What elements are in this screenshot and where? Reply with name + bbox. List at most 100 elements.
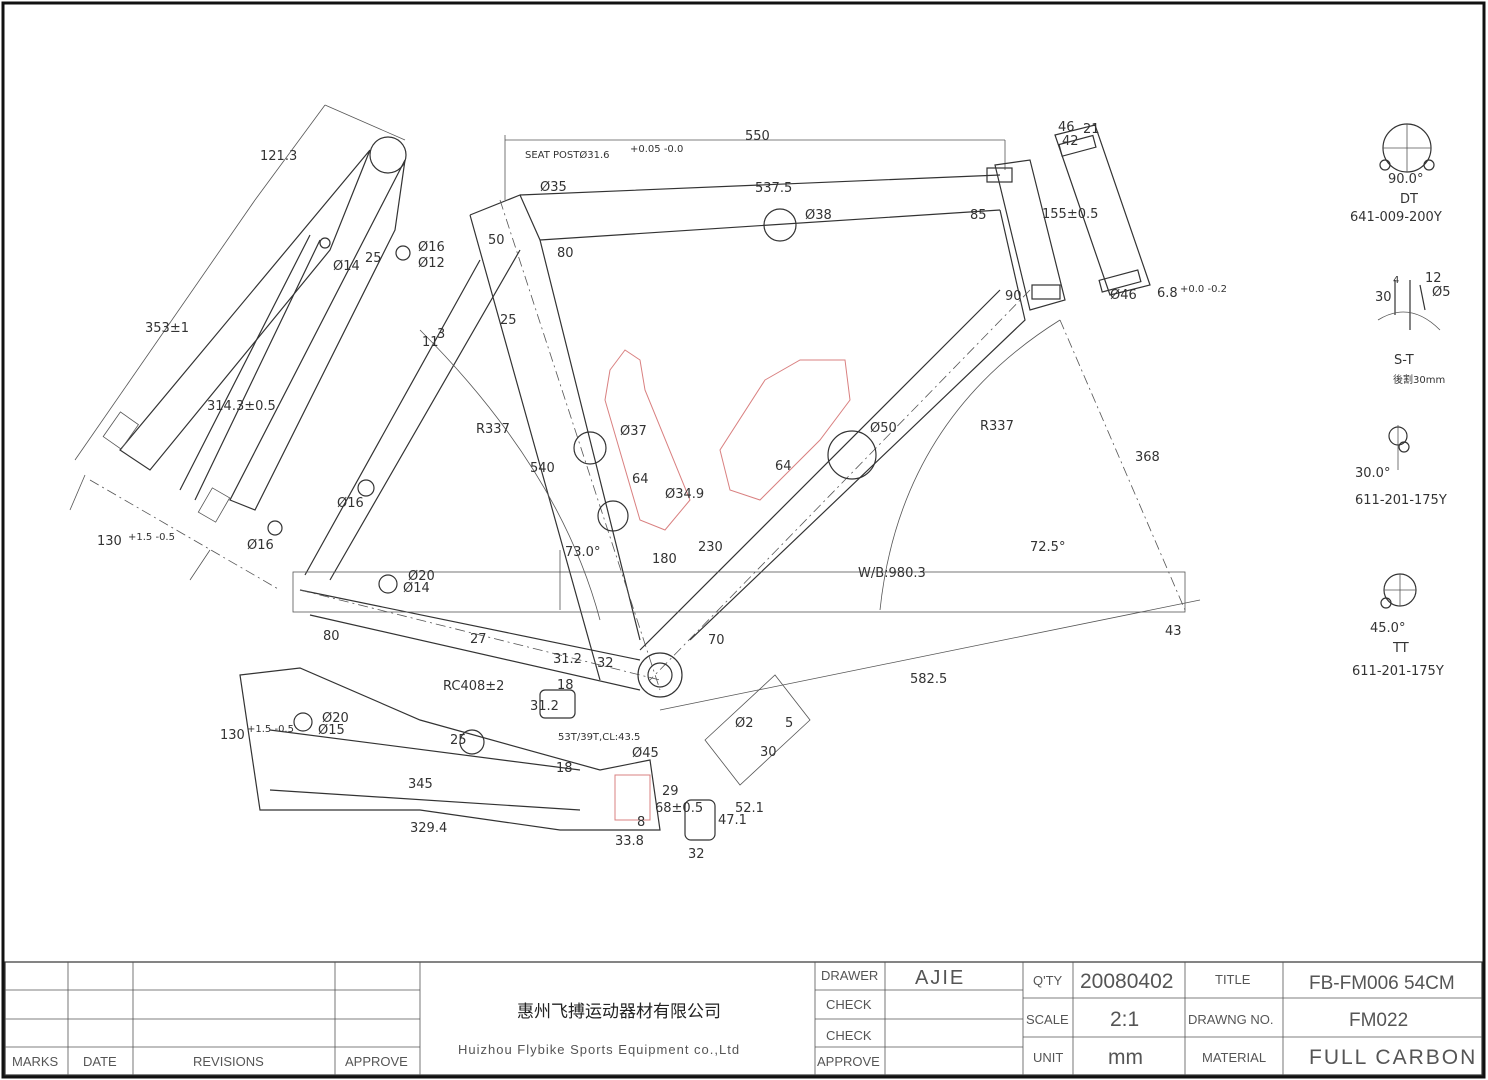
dimension-label: 73.0° [565, 545, 600, 560]
dimension-label: CHECK [826, 997, 872, 1012]
dimension-label: +1.5 -0.5 [247, 724, 294, 735]
drawing-stroke [304, 249, 521, 581]
dimension-label: S-T [1394, 353, 1414, 368]
dimension-label: 368 [1135, 450, 1160, 465]
dimension-label: APPROVE [817, 1054, 880, 1069]
dimension-label: Ø16 [247, 538, 274, 553]
dimension-label: 18 [557, 678, 574, 693]
drawing-stroke [74, 199, 256, 461]
drawing-stroke [659, 599, 1201, 711]
dimension-label: RC408±2 [443, 679, 504, 694]
drawing-stroke [763, 208, 797, 242]
dimension-label: DRAWNG NO. [1188, 1012, 1273, 1027]
drawing-stroke [1098, 269, 1142, 293]
drawing-stroke [1398, 441, 1410, 453]
drawing-stroke [814, 962, 1284, 1075]
dimension-label: 32 [597, 656, 614, 671]
dimension-label: Ø14 [403, 581, 430, 596]
drawing-stroke [1054, 124, 1151, 296]
dimension-label: TITLE [1215, 972, 1251, 987]
dimension-label: Ø15 [318, 723, 345, 738]
dimension-label: Ø37 [620, 424, 647, 439]
drawing-stroke [1379, 159, 1391, 171]
dimension-label: Ø16 [418, 240, 445, 255]
drawing-stroke [293, 712, 313, 732]
drawing-stroke [649, 289, 1031, 681]
dimension-label: 30.0° [1355, 466, 1390, 481]
dimension-label: CHECK [826, 1028, 872, 1043]
dimension-label: 540 [530, 461, 555, 476]
dimension-label: 2:1 [1110, 1008, 1139, 1031]
drawing-stroke [1377, 311, 1441, 331]
drawing-stroke [539, 689, 576, 719]
dimension-label: 45.0° [1370, 621, 1405, 636]
drawing-stroke [639, 209, 1026, 651]
dimension-label: Ø34.9 [665, 487, 704, 502]
dimension-label: 353±1 [145, 321, 189, 336]
dimension-label: 85 [970, 208, 987, 223]
dimension-label: +0.05 -0.0 [630, 144, 683, 155]
drawing-stroke [994, 159, 1066, 311]
dimension-label: Ø20 [408, 569, 435, 584]
drawing-stroke [5, 962, 421, 1075]
dimension-label: 582.5 [910, 672, 947, 687]
dimension-label: 130 [220, 728, 245, 743]
dimension-label: R337 [980, 419, 1014, 434]
drawing-stroke [1031, 284, 1061, 300]
drawing-stroke [324, 104, 406, 141]
drawing-stroke [292, 571, 1186, 613]
drawing-stroke [604, 349, 691, 531]
drawing-stroke [4, 961, 1483, 1076]
dimension-label: 230 [698, 540, 723, 555]
drawing-stroke [1423, 159, 1435, 171]
dimension-label: +1.5 -0.5 [128, 532, 175, 543]
chainstay-top-view [239, 667, 716, 841]
dimension-label: Ø5 [1432, 285, 1451, 300]
dimension-label: 25 [500, 313, 517, 328]
drawing-stroke [269, 729, 581, 811]
dimension-label: 11 [422, 335, 439, 350]
dimension-label: Ø12 [418, 256, 445, 271]
dimension-label: Ø35 [540, 180, 567, 195]
dimension-label: Ø16 [337, 496, 364, 511]
drawing-stroke [369, 136, 407, 174]
drawing-stroke [69, 474, 86, 511]
drawing-stroke [704, 674, 811, 786]
drawing-stroke [357, 479, 375, 497]
dimension-label: APPROVE [345, 1054, 408, 1069]
drawing-stroke [239, 667, 661, 831]
dimension-label: Ø38 [805, 208, 832, 223]
dimension-label: 惠州飞搏运动器材有限公司 [517, 1002, 721, 1022]
dimension-label: 70 [708, 633, 725, 648]
dimension-label: 5 [785, 716, 793, 731]
dimension-label: 31.2 [530, 699, 559, 714]
dimension-label: UNIT [1033, 1050, 1063, 1065]
drawing-stroke [197, 487, 231, 523]
drawing-stroke [1059, 319, 1186, 611]
drawing-stroke [267, 520, 283, 536]
drawing-stroke [189, 549, 211, 581]
dimension-label: 130 [97, 534, 122, 549]
dimension-label: Huizhou Flybike Sports Equipment co.,Ltd [458, 1042, 740, 1057]
dimension-label: 50 [488, 233, 505, 248]
dimension-label: Ø50 [870, 421, 897, 436]
dimension-label: 90 [1005, 289, 1022, 304]
dimension-labels: 121.3 353±1 314.3±0.5 Ø16 Ø12 Ø14 25 130… [97, 120, 1227, 862]
drawing-stroke [597, 500, 629, 532]
drawing-stroke [684, 799, 716, 841]
drawing-stroke [637, 652, 683, 698]
drawing-stroke [299, 589, 641, 691]
dimension-label: mm [1108, 1046, 1143, 1069]
dimension-label: FULL CARBON [1309, 1046, 1477, 1069]
dimension-label: R337 [476, 422, 510, 437]
dimension-label: AJIE [915, 967, 965, 989]
dimension-label: TT [1392, 641, 1409, 656]
drawing-stroke [395, 245, 411, 261]
dimension-label: 25 [450, 733, 467, 748]
dimension-label: 314.3±0.5 [207, 399, 276, 414]
dimension-label: 21 [1083, 122, 1100, 137]
dimension-label: 20080402 [1080, 970, 1173, 993]
dimension-label: 29 [662, 784, 679, 799]
dimension-label: W/B:980.3 [858, 566, 926, 581]
